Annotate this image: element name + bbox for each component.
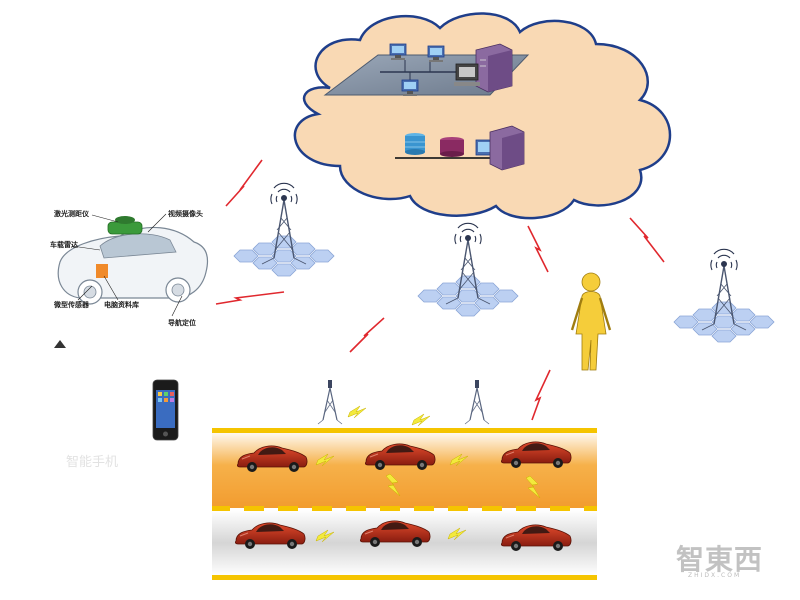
cloud-network [293, 12, 672, 220]
label-camera: 视频摄像头 [168, 210, 203, 218]
label-radar: 车载雷达 [50, 241, 78, 249]
label-sensor: 微型传感器 [54, 301, 89, 309]
cell-tower-left [234, 182, 334, 276]
signal-link [629, 217, 665, 263]
server-icon [475, 43, 513, 93]
data-center [395, 125, 525, 171]
wireless-links [215, 159, 665, 421]
pedestrian-icon [570, 272, 612, 371]
lightning-icon [347, 405, 367, 419]
watermark-subtitle: ZHIDX.COM [688, 572, 742, 579]
lan-platform [323, 43, 530, 97]
label-gps: 导航定位 [168, 319, 196, 327]
signal-link [527, 225, 549, 273]
phone-caption: 智能手机 [66, 455, 119, 470]
signal-link [215, 291, 285, 305]
road-edge-bottom [212, 575, 597, 580]
storage-icon [440, 137, 464, 157]
signal-link [225, 159, 263, 207]
computer-unit [96, 264, 108, 278]
terminal-icon [454, 63, 480, 86]
road-edge-top [212, 428, 597, 433]
triangle-marker-icon [54, 340, 66, 348]
database-icon [405, 133, 425, 155]
autonomous-car-panel [46, 206, 218, 348]
label-lidar: 激光测距仪 [54, 210, 89, 218]
smartphone-icon [152, 379, 179, 441]
watermark-logo: 智東西 [676, 543, 764, 576]
signal-link [349, 317, 385, 353]
cell-tower-right [674, 248, 774, 342]
label-computer: 电脑资料库 [104, 301, 139, 309]
signal-link [531, 369, 551, 421]
lane-divider [212, 506, 597, 511]
lightning-icon [411, 413, 431, 427]
roadside-unit-icon [317, 379, 343, 425]
roadside-unit-icon [464, 379, 490, 425]
cell-tower-center [418, 222, 518, 316]
server-icon [489, 125, 525, 171]
